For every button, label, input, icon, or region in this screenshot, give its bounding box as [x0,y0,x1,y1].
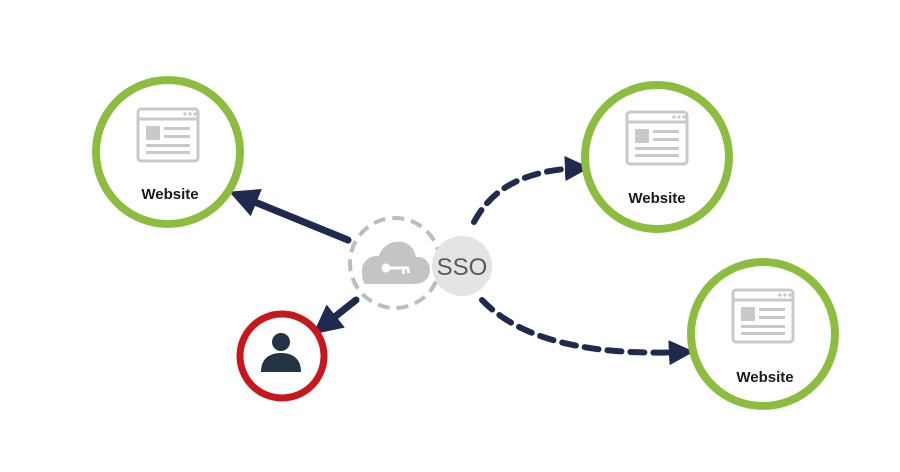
user-node [236,310,328,402]
cloud-key-icon [362,241,430,284]
browser-window-icon [731,288,795,344]
website-node-top-right: Website [581,81,733,233]
sso-hub: SSO [348,216,492,310]
website-label: Website [736,369,793,386]
sso-badge [432,236,492,296]
dashed-arrow-to-website-bottom-right [479,297,695,366]
user-icon [261,333,301,372]
arrow-to-website-left [229,189,352,244]
arrow-to-user [312,296,360,335]
browser-window-icon [136,107,200,163]
website-label: Website [141,186,198,203]
website-node-top-left: Website [92,76,244,228]
website-label: Website [628,190,685,207]
sso-label: SSO [437,254,488,281]
dashed-arrow-to-website-top-right [471,155,591,225]
browser-window-icon [625,110,689,166]
website-node-bottom-right: Website [687,258,839,410]
